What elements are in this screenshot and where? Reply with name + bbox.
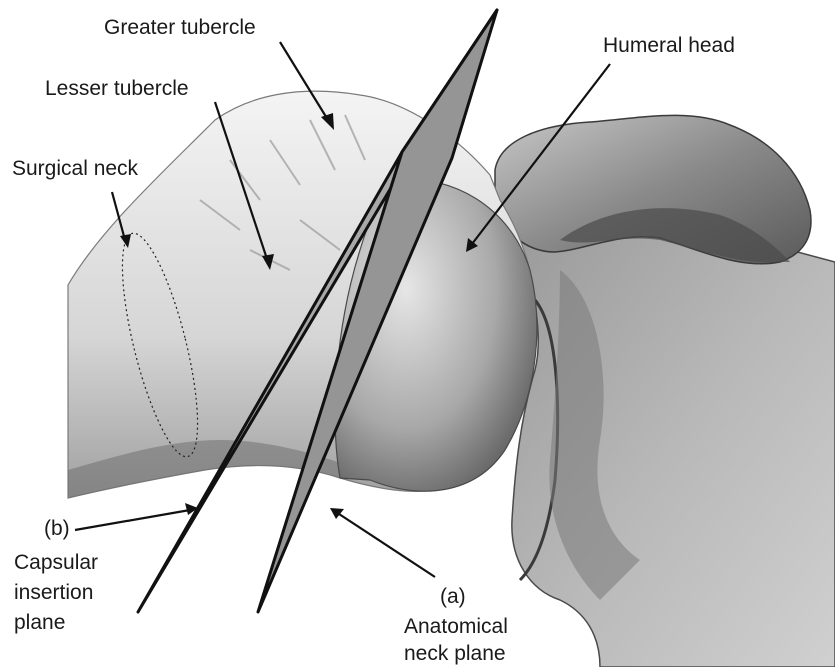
label-capsular-line2: insertion: [14, 579, 93, 607]
label-anatomical-line2: neck plane: [404, 640, 506, 668]
label-capsular-line1: Capsular: [14, 549, 98, 577]
arrow-a: [330, 508, 344, 519]
label-humeral-head: Humeral head: [603, 32, 735, 60]
label-a-marker: (a): [440, 583, 466, 611]
leader-a: [336, 512, 435, 577]
label-capsular-line3: plane: [14, 609, 65, 637]
label-anatomical-line1: Anatomical: [404, 613, 508, 641]
label-lesser-tubercle: Lesser tubercle: [45, 75, 189, 103]
label-b-marker: (b): [44, 515, 70, 543]
label-surgical-neck: Surgical neck: [12, 155, 138, 183]
scapula: [495, 115, 835, 667]
label-greater-tubercle: Greater tubercle: [104, 14, 256, 42]
leader-b: [75, 510, 190, 530]
